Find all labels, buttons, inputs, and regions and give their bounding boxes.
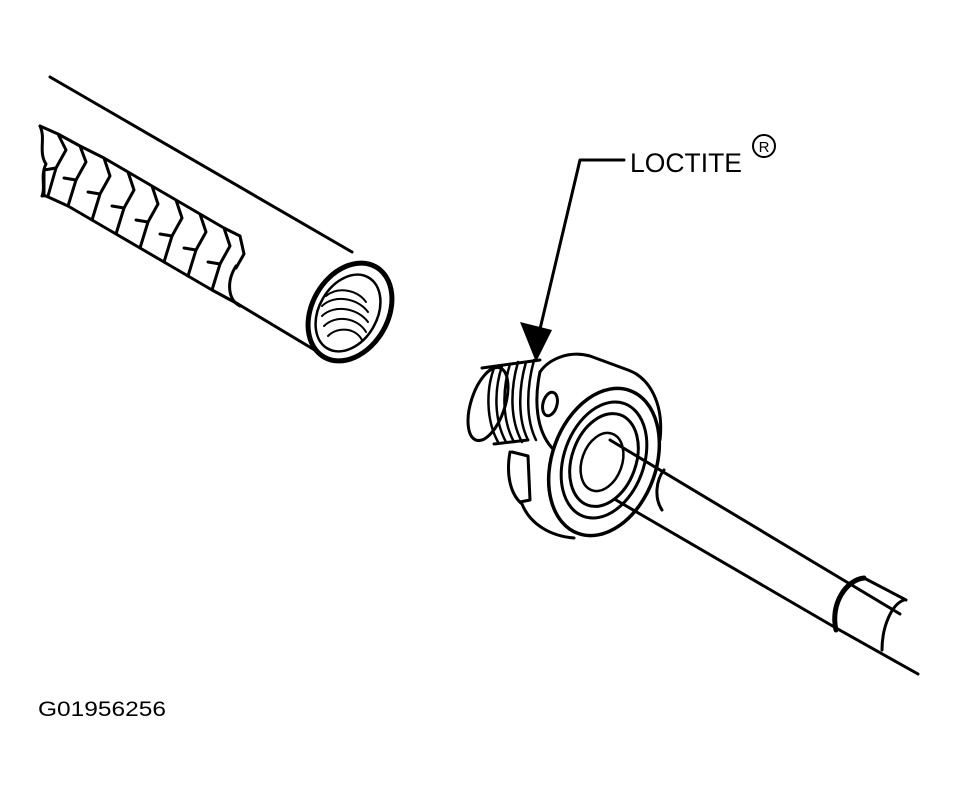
loctite-callout: LOCTITE R bbox=[520, 134, 776, 362]
loctite-label: LOCTITE bbox=[630, 148, 742, 178]
callout-arrowhead bbox=[520, 322, 552, 362]
tie-rod-shaft bbox=[608, 438, 920, 676]
figure-id: G01956256 bbox=[38, 698, 166, 721]
rack-gear-teeth bbox=[38, 124, 246, 306]
threaded-stud bbox=[466, 358, 542, 446]
registered-mark-circle bbox=[752, 134, 776, 158]
ball-socket-housing bbox=[507, 352, 663, 540]
registered-mark: R bbox=[759, 139, 770, 156]
steering-rack-tube bbox=[38, 75, 395, 364]
inner-tie-rod bbox=[466, 352, 920, 676]
